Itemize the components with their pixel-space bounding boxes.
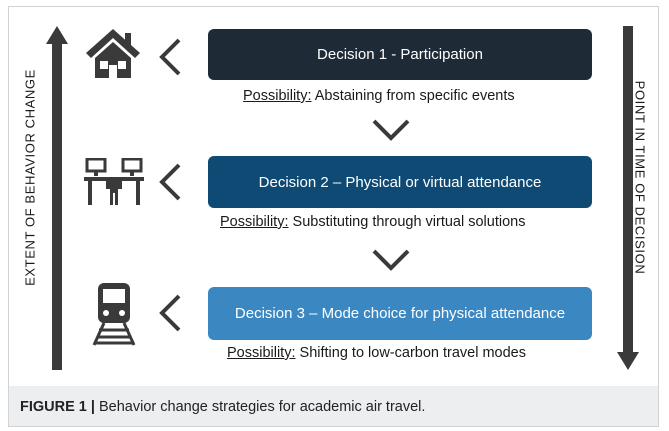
figure-caption: FIGURE 1 | Behavior change strategies fo… [20, 399, 425, 415]
decision-2-title: Decision 2 – Physical or virtual attenda… [258, 173, 542, 191]
possibility-3-key: Possibility: [227, 345, 296, 361]
possibility-3-text: Shifting to low-carbon travel modes [295, 345, 526, 361]
decision-2-box: Decision 2 – Physical or virtual attenda… [208, 156, 592, 208]
possibility-1-key: Possibility: [243, 88, 312, 104]
chevron-down-icon [372, 249, 410, 271]
decision-3-title: Decision 3 – Mode choice for physical at… [234, 305, 566, 322]
caption-label: FIGURE 1 | [20, 399, 95, 415]
right-axis-label: POINT IN TIME OF DECISION [632, 80, 648, 275]
possibility-2-text: Substituting through virtual solutions [288, 214, 526, 230]
possibility-1: Possibility: Abstaining from specific ev… [243, 88, 515, 104]
caption-band [9, 386, 658, 426]
possibility-3: Possibility: Shifting to low-carbon trav… [227, 345, 526, 361]
possibility-1-text: Abstaining from specific events [311, 88, 515, 104]
chevron-left-icon [159, 294, 181, 332]
decision-1-box: Decision 1 - Participation [208, 29, 592, 80]
train-icon [92, 283, 136, 346]
left-axis-label: EXTENT OF BEHAVIOR CHANGE [22, 69, 38, 286]
decision-3-box: Decision 3 – Mode choice for physical at… [208, 287, 592, 340]
house-icon [86, 29, 140, 78]
chevron-left-icon [159, 163, 181, 201]
possibility-2-key: Possibility: [220, 214, 289, 230]
decision-1-title: Decision 1 - Participation [317, 46, 483, 63]
meeting-table-icon [84, 158, 144, 205]
chevron-left-icon [159, 38, 181, 76]
chevron-down-icon [372, 119, 410, 141]
right-axis-arrow [617, 26, 639, 370]
caption-text: Behavior change strategies for academic … [94, 399, 426, 415]
possibility-2: Possibility: Substituting through virtua… [220, 214, 525, 230]
left-axis-arrow [46, 26, 68, 370]
